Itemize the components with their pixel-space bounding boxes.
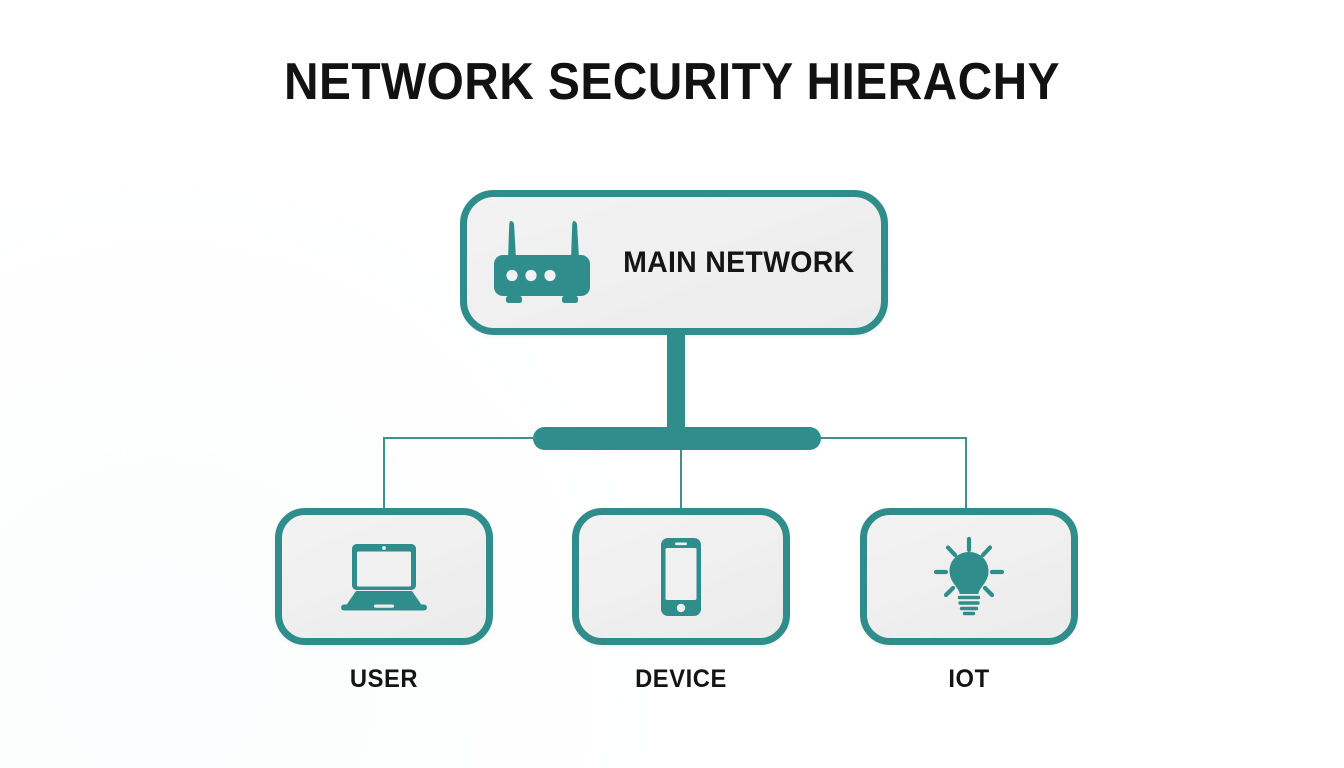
node-main-network[interactable]: MAIN NETWORK (460, 190, 888, 335)
node-main-network-label: MAIN NETWORK (623, 245, 855, 279)
connector-branch-center-vertical (680, 450, 682, 509)
node-iot[interactable]: IOT (860, 508, 1078, 694)
node-user-label: USER (349, 665, 419, 693)
connector-branch-right-horizontal (818, 437, 967, 439)
page-title: NETWORK SECURITY HIERACHY (283, 53, 1061, 111)
node-user[interactable]: USER (275, 508, 493, 694)
node-device-card[interactable] (572, 508, 790, 645)
connector-stem (667, 333, 685, 441)
lightbulb-icon (927, 535, 1011, 619)
router-icon (467, 197, 617, 328)
node-device-label: DEVICE (635, 665, 727, 693)
connector-branch-left-horizontal (384, 437, 536, 439)
laptop-icon (336, 541, 432, 613)
connector-bus-bar (533, 427, 821, 450)
smartphone-icon (654, 536, 708, 618)
connector-branch-right-vertical (965, 437, 967, 509)
node-user-card[interactable] (275, 508, 493, 645)
connector-branch-left-vertical (383, 437, 385, 509)
node-device[interactable]: DEVICE (572, 508, 790, 694)
node-iot-card[interactable] (860, 508, 1078, 645)
node-iot-label: IOT (948, 665, 990, 693)
